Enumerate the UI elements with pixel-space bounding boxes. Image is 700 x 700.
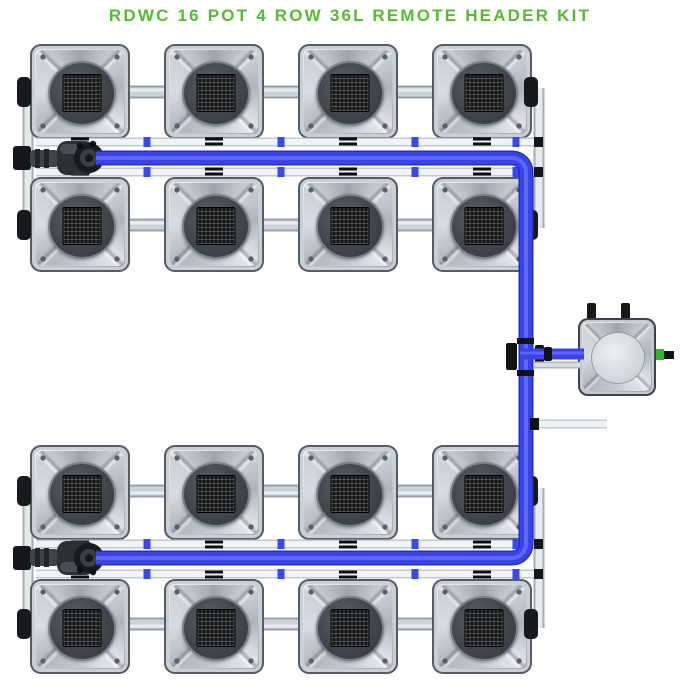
net-pot-mesh — [330, 475, 370, 513]
tank-tee-fitting — [506, 343, 544, 370]
net-pot-lid — [48, 60, 116, 126]
pot — [432, 44, 532, 139]
pot — [298, 177, 398, 272]
pot — [30, 44, 130, 139]
net-pot-mesh — [62, 609, 102, 647]
net-pot-lid — [450, 461, 518, 527]
pot — [164, 177, 264, 272]
net-pot-mesh — [464, 74, 504, 112]
net-pot-lid — [182, 595, 250, 661]
drain-line — [530, 418, 607, 430]
net-pot-mesh — [464, 475, 504, 513]
pot — [432, 177, 532, 272]
pot — [164, 579, 264, 674]
net-pot-mesh — [330, 207, 370, 245]
pot — [164, 445, 264, 540]
pot — [432, 579, 532, 674]
net-pot-lid — [48, 461, 116, 527]
net-pot-mesh — [62, 207, 102, 245]
manifold-clamps — [71, 137, 491, 176]
drain-clamp — [530, 418, 539, 430]
tank-level-fitting — [654, 349, 674, 360]
net-pot-lid — [48, 193, 116, 259]
pot — [164, 44, 264, 139]
net-pot-lid — [182, 461, 250, 527]
net-pot-lid — [316, 595, 384, 661]
pot — [298, 445, 398, 540]
net-pot-mesh — [196, 475, 236, 513]
net-pot-mesh — [196, 74, 236, 112]
net-pot-lid — [450, 595, 518, 661]
blue-tank-stub — [520, 348, 584, 360]
tee-collars — [517, 338, 552, 376]
pot — [298, 579, 398, 674]
pump — [13, 140, 104, 175]
pot — [298, 44, 398, 139]
manifold-end-caps — [534, 137, 543, 177]
net-pot-lid — [316, 193, 384, 259]
net-pot-mesh — [330, 74, 370, 112]
net-pot-lid — [450, 60, 518, 126]
pot — [30, 445, 130, 540]
net-pot-mesh — [196, 609, 236, 647]
pot — [30, 579, 130, 674]
net-pot-lid — [316, 60, 384, 126]
net-pot-mesh — [196, 207, 236, 245]
net-pot-mesh — [464, 207, 504, 245]
net-pot-mesh — [62, 475, 102, 513]
net-pot-lid — [182, 60, 250, 126]
net-pot-mesh — [330, 609, 370, 647]
net-pot-lid — [48, 595, 116, 661]
net-pot-lid — [316, 461, 384, 527]
net-pot-lid — [450, 193, 518, 259]
pot — [30, 177, 130, 272]
page-title: RDWC 16 POT 4 ROW 36L REMOTE HEADER KIT — [108, 6, 592, 25]
net-pot-mesh — [464, 609, 504, 647]
net-pot-mesh — [62, 74, 102, 112]
header-tank — [578, 318, 656, 396]
tank-lid — [591, 332, 645, 384]
manifold-blue-fittings — [143, 137, 520, 177]
pot — [432, 445, 532, 540]
net-pot-lid — [182, 193, 250, 259]
